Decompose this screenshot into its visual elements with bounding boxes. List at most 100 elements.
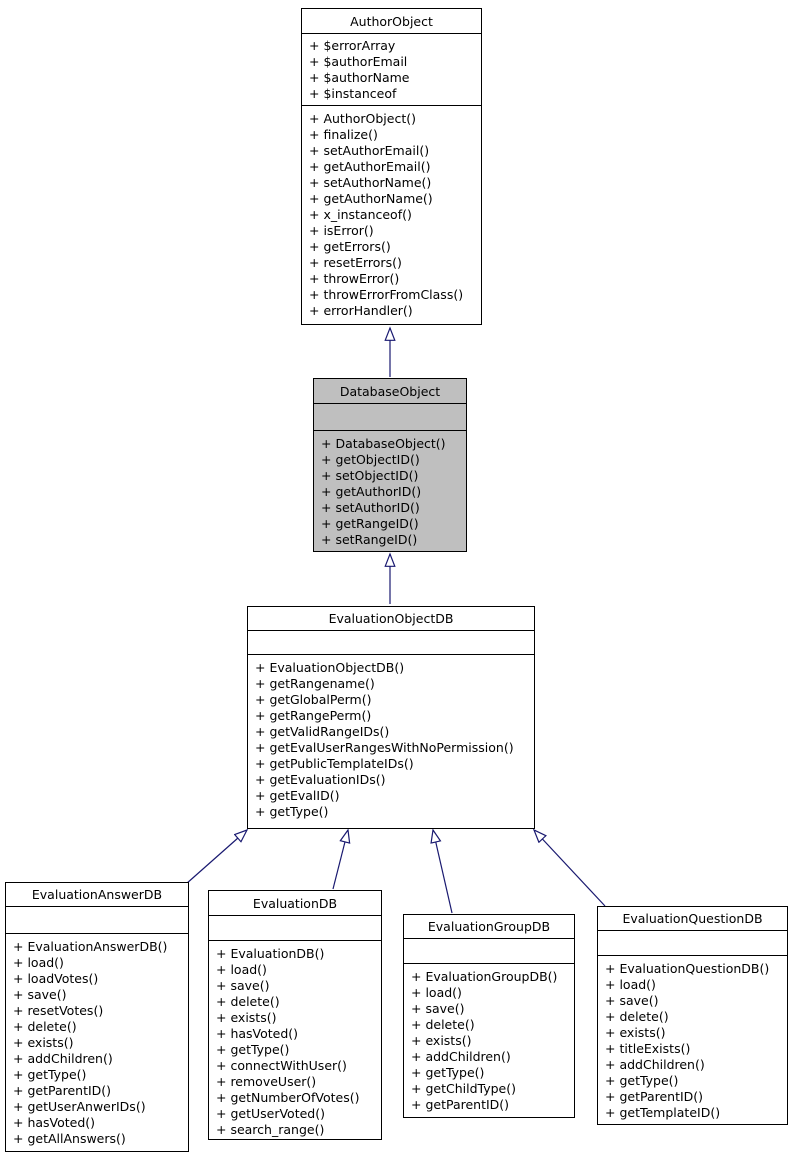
member-row: + getRangePerm() (255, 708, 372, 723)
member-row: + $authorEmail (309, 54, 408, 69)
attributes-section (209, 916, 381, 941)
arrow-evaluationquestiondb-to-evaluationobjectdb (534, 830, 606, 907)
member-row: + setAuthorID() (321, 500, 420, 515)
attributes-section (404, 939, 574, 964)
member-row: + loadVotes() (13, 971, 99, 986)
class-title: EvaluationDB (209, 891, 381, 916)
member-row: + getUserAnwerIDs() (13, 1099, 146, 1114)
member-row: + $errorArray (309, 38, 396, 53)
member-row: + DatabaseObject() (321, 436, 446, 451)
class-title: EvaluationAnswerDB (6, 883, 188, 907)
member-row: + save() (216, 978, 270, 993)
member-row: + throwError() (309, 271, 400, 286)
member-row: + EvaluationObjectDB() (255, 660, 405, 675)
class-box-evaluationgroupdb[interactable]: EvaluationGroupDB + EvaluationGroupDB()+… (403, 914, 575, 1118)
member-row: + exists() (411, 1033, 472, 1048)
class-title: EvaluationObjectDB (248, 607, 534, 631)
member-row: + EvaluationDB() (216, 946, 325, 961)
member-row: + getType() (411, 1065, 485, 1080)
member-row: + removeUser() (216, 1074, 317, 1089)
methods-section: + EvaluationGroupDB()+ load()+ save()+ d… (404, 964, 574, 1117)
member-row: + getNumberOfVotes() (216, 1090, 360, 1105)
member-row: + addChildren() (605, 1057, 705, 1072)
class-box-evaluationanswerdb[interactable]: EvaluationAnswerDB + EvaluationAnswerDB(… (5, 882, 189, 1152)
member-row: + throwErrorFromClass() (309, 287, 464, 302)
member-row: + getParentID() (13, 1083, 112, 1098)
member-row: + x_instanceof() (309, 207, 412, 222)
class-title: EvaluationGroupDB (404, 915, 574, 939)
methods-section: + AuthorObject()+ finalize()+ setAuthorE… (302, 106, 481, 324)
member-row: + getParentID() (605, 1089, 704, 1104)
member-row: + setAuthorEmail() (309, 143, 430, 158)
member-row: + setAuthorName() (309, 175, 432, 190)
member-row: + getValidRangeIDs() (255, 724, 390, 739)
member-row: + titleExists() (605, 1041, 691, 1056)
class-box-authorobject[interactable]: AuthorObject + $errorArray+ $authorEmail… (301, 8, 482, 325)
class-title: EvaluationQuestionDB (598, 907, 787, 931)
member-row: + addChildren() (13, 1051, 113, 1066)
member-row: + getRangename() (255, 676, 375, 691)
class-box-evaluationdb[interactable]: EvaluationDB + EvaluationDB()+ load()+ s… (208, 890, 382, 1140)
class-title: AuthorObject (302, 9, 481, 34)
member-row: + exists() (605, 1025, 666, 1040)
attributes-section: + $errorArray+ $authorEmail+ $authorName… (302, 34, 481, 106)
member-row: + delete() (605, 1009, 669, 1024)
member-row: + save() (13, 987, 67, 1002)
member-row: + getGlobalPerm() (255, 692, 372, 707)
member-row: + getTemplateID() (605, 1105, 721, 1120)
attributes-section (314, 404, 466, 431)
member-row: + load() (605, 977, 656, 992)
member-row: + AuthorObject() (309, 111, 416, 126)
member-row: + delete() (216, 994, 280, 1009)
member-row: + setObjectID() (321, 468, 419, 483)
member-row: + hasVoted() (13, 1115, 96, 1130)
member-row: + getErrors() (309, 239, 391, 254)
methods-section: + EvaluationObjectDB()+ getRangename()+ … (248, 655, 534, 828)
member-row: + EvaluationGroupDB() (411, 969, 558, 984)
member-row: + delete() (13, 1019, 77, 1034)
member-row: + getType() (605, 1073, 679, 1088)
member-row: + getEvalUserRangesWithNoPermission() (255, 740, 514, 755)
member-row: + getType() (255, 804, 329, 819)
member-row: + getAuthorName() (309, 191, 433, 206)
member-row: + save() (605, 993, 659, 1008)
class-title: DatabaseObject (314, 379, 466, 404)
attributes-section (598, 931, 787, 956)
member-row: + addChildren() (411, 1049, 511, 1064)
class-box-databaseobject: DatabaseObject + DatabaseObject()+ getOb… (313, 378, 467, 552)
member-row: + getAuthorID() (321, 484, 422, 499)
member-row: + getType() (216, 1042, 290, 1057)
member-row: + getEvaluationIDs() (255, 772, 386, 787)
attributes-section (6, 907, 188, 934)
arrow-evaluationgroupdb-to-evaluationobjectdb (433, 830, 453, 914)
arrow-evaluationdb-to-evaluationobjectdb (332, 830, 348, 890)
member-row: + load() (411, 985, 462, 1000)
member-row: + load() (13, 955, 64, 970)
class-box-evaluationquestiondb[interactable]: EvaluationQuestionDB + EvaluationQuestio… (597, 906, 788, 1125)
member-row: + getRangeID() (321, 516, 419, 531)
member-row: + finalize() (309, 127, 378, 142)
member-row: + getObjectID() (321, 452, 420, 467)
member-row: + isError() (309, 223, 374, 238)
methods-section: + EvaluationDB()+ load()+ save()+ delete… (209, 941, 381, 1139)
member-row: + getPublicTemplateIDs() (255, 756, 414, 771)
member-row: + $instanceof (309, 86, 397, 101)
member-row: + EvaluationQuestionDB() (605, 961, 770, 976)
member-row: + getAllAnswers() (13, 1131, 126, 1146)
member-row: + setRangeID() (321, 532, 418, 547)
member-row: + getType() (13, 1067, 87, 1082)
class-box-evaluationobjectdb[interactable]: EvaluationObjectDB + EvaluationObjectDB(… (247, 606, 535, 829)
member-row: + getUserVoted() (216, 1106, 325, 1121)
member-row: + resetErrors() (309, 255, 402, 270)
member-row: + resetVotes() (13, 1003, 104, 1018)
member-row: + hasVoted() (216, 1026, 299, 1041)
member-row: + save() (411, 1001, 465, 1016)
methods-section: + EvaluationAnswerDB()+ load()+ loadVote… (6, 934, 188, 1151)
member-row: + getAuthorEmail() (309, 159, 431, 174)
member-row: + search_range() (216, 1122, 325, 1137)
member-row: + connectWithUser() (216, 1058, 347, 1073)
member-row: + load() (216, 962, 267, 977)
member-row: + getChildType() (411, 1081, 516, 1096)
member-row: + delete() (411, 1017, 475, 1032)
